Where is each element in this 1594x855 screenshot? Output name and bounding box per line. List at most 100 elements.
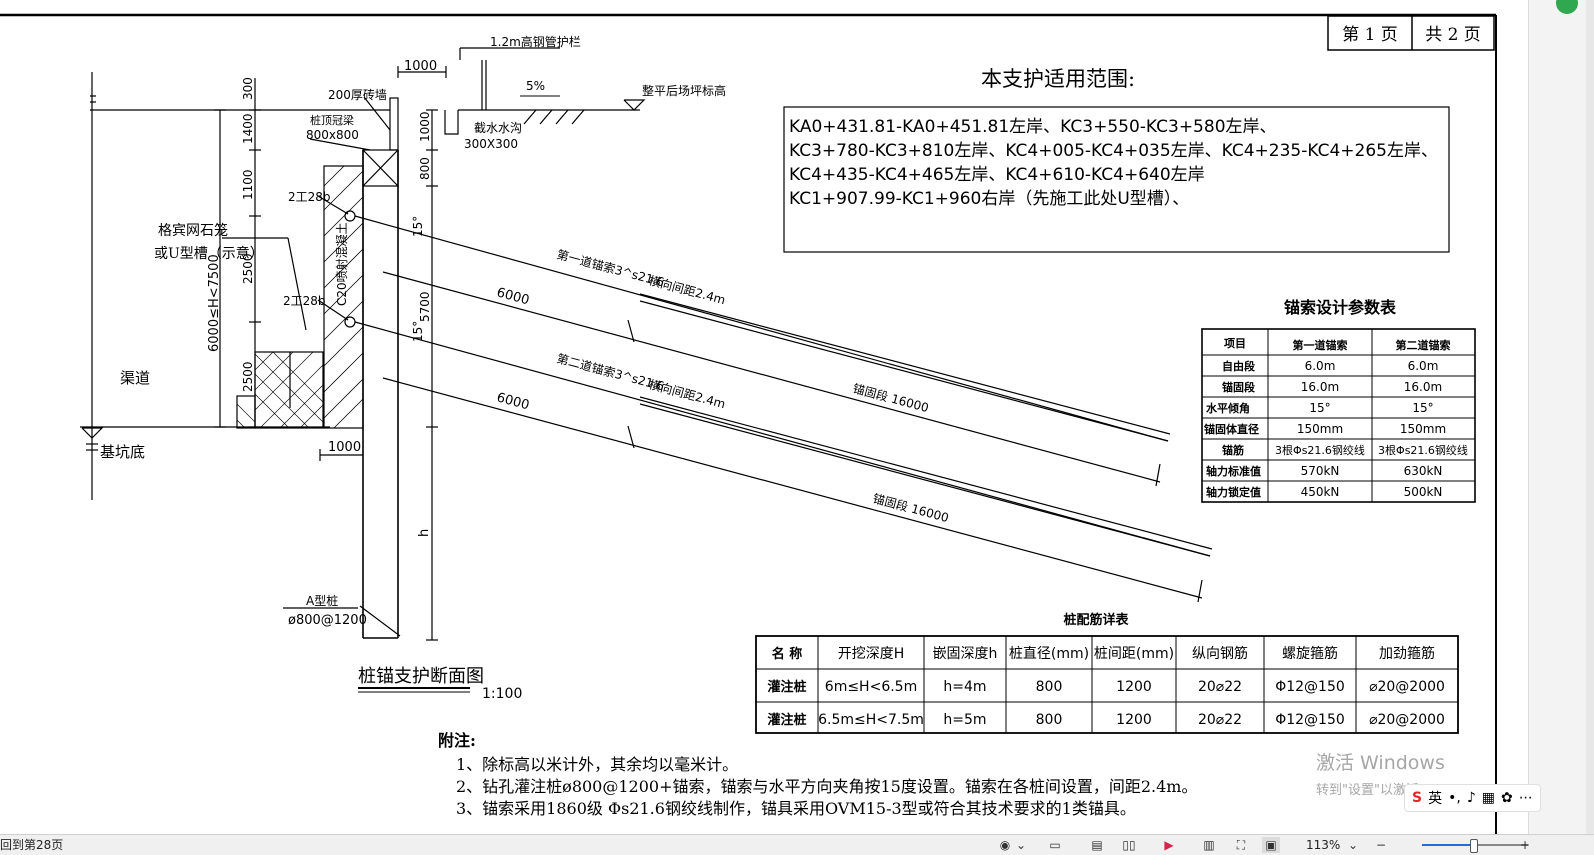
anchor-row-cell: 150mm	[1400, 422, 1446, 436]
watermark-title: 激活 Windows	[1316, 752, 1445, 774]
spacing-1-label: 横向间距2.4m	[647, 272, 727, 307]
gabion-label-2: 或U型槽（示意）	[154, 245, 264, 262]
zoom-level[interactable]: 113%	[1306, 838, 1341, 852]
pile-th-spacing: 桩间距(mm)	[1094, 645, 1174, 662]
anchor-table-header-second: 第二道锚索	[1396, 338, 1451, 352]
dim-5700: 5700	[418, 291, 432, 322]
pile-type-label: A型桩	[306, 593, 338, 608]
ime-language-toggle[interactable]: 英	[1428, 791, 1443, 807]
section-drawing	[80, 47, 1213, 641]
pile-th-dia: 桩直径(mm)	[1009, 645, 1089, 662]
dim-1000-bottom: 1000	[328, 440, 361, 455]
zoom-slider[interactable]	[1422, 839, 1528, 853]
anchor-table	[1201, 328, 1476, 503]
pile-row-cell: Φ12@150	[1275, 712, 1345, 728]
waler-2-label: 2工28b	[283, 294, 326, 308]
pile-row-cell: 6.5m≤H<7.5m	[818, 712, 924, 728]
cap-beam-label: 桩顶冠梁	[310, 113, 354, 127]
note-1: 1、除标高以米计外，其余均以毫米计。	[456, 755, 738, 774]
page-counter: 第 1 页 共 2 页	[1327, 15, 1495, 51]
anchor-row-label: 轴力标准值	[1206, 464, 1261, 478]
zoom-slider-thumb[interactable]	[1469, 839, 1478, 853]
notification-badge[interactable]	[1556, 0, 1578, 14]
document-viewer[interactable]: 第 1 页 共 2 页 本支护适用范围: KA0+431.81-KA0+451.…	[0, 0, 1594, 834]
read-mode-icon[interactable]: ▥	[1203, 838, 1215, 852]
anchor-row-cell: 3根Φs21.6钢绞线	[1275, 443, 1365, 457]
more-icon[interactable]: ⋯	[1518, 790, 1533, 806]
dim-300: 300	[241, 77, 255, 100]
anchor-row-cell: 500kN	[1404, 485, 1443, 499]
anchor-row-cell: 450kN	[1301, 485, 1340, 499]
dim-1000-ditch: 1000	[418, 111, 432, 142]
dim-2500-b: 2500	[241, 361, 255, 392]
anchor-table-title: 锚索设计参数表	[1284, 298, 1397, 317]
single-page-icon[interactable]: ▭	[1049, 838, 1061, 852]
scope-box	[783, 106, 1450, 253]
dim-1000-top: 1000	[404, 59, 437, 74]
anchor-row-cell: 3根Φs21.6钢绞线	[1378, 443, 1468, 457]
chevron-down-icon[interactable]: ⌄	[1015, 838, 1027, 852]
ditch-label: 截水水沟	[474, 121, 522, 135]
scope-title: 本支护适用范围:	[981, 67, 1135, 91]
pile-row-cell: 20⌀22	[1198, 679, 1242, 695]
right-side-panel[interactable]	[1528, 0, 1594, 834]
slope-label: 5%	[526, 79, 545, 93]
fit-page-icon[interactable]: ⛶	[1236, 838, 1246, 852]
gabion-label-1: 格宾网石笼	[158, 222, 228, 239]
anchor-row-label: 锚筋	[1222, 443, 1244, 457]
angle-2-label: 15°	[411, 321, 425, 342]
anchor-row-cell: 630kN	[1404, 464, 1443, 478]
height-range-label: 6000≤H<7500	[207, 254, 222, 352]
pile-row-cell: 20⌀22	[1198, 712, 1242, 728]
embed-depth-label: h	[417, 529, 432, 537]
channel-label: 渠道	[120, 369, 150, 387]
anchor-row-cell: 6.0m	[1305, 359, 1336, 373]
pile-spec-label: ø800@1200	[288, 613, 367, 628]
fit-width-icon[interactable]: ▣	[1262, 837, 1280, 853]
two-page-icon[interactable]: ▯▯	[1122, 838, 1136, 852]
pile-th-stiffener: 加劲箍筋	[1379, 645, 1435, 662]
zoom-slider-fill	[1422, 844, 1473, 846]
eye-icon[interactable]: ◉	[999, 838, 1011, 852]
anchor-row-label: 轴力锁定值	[1206, 485, 1261, 499]
note-2: 2、钻孔灌注桩ø800@1200+锚索，锚索与水平方向夹角按15度设置。锚索在各…	[456, 777, 1197, 796]
pile-th-spiral: 螺旋箍筋	[1282, 645, 1338, 662]
dim-2500-a: 2500	[241, 253, 255, 284]
punctuation-icon[interactable]: •,	[1448, 790, 1461, 806]
zoom-out-icon[interactable]: −	[1375, 838, 1387, 852]
shotcrete-label: C20喷射混凝土	[334, 222, 349, 306]
page-total-label: 共 2 页	[1425, 25, 1481, 45]
note-3: 3、锚索采用1860级 Φs21.6钢绞线制作，锚具采用OVM15-3型或符合其…	[456, 799, 1136, 818]
vertical-scrollbar[interactable]	[1586, 0, 1594, 834]
anchor-row-label: 锚固段	[1222, 380, 1255, 394]
section-title: 桩锚支护断面图	[358, 666, 484, 687]
scope-line-2: KC3+780-KC3+810左岸、KC4+005-KC4+035左岸、KC4+…	[789, 141, 1438, 161]
anchor-table-header-first: 第一道锚索	[1293, 338, 1348, 352]
anchor-row-cell: 15°	[1309, 401, 1330, 415]
sogou-logo-icon[interactable]: S	[1412, 790, 1423, 806]
pile-row-cell: ⌀20@2000	[1369, 712, 1445, 728]
pile-th-depth: 开挖深度H	[838, 646, 905, 662]
anchor-row-label: 自由段	[1222, 359, 1255, 373]
pile-row-cell: 800	[1036, 679, 1063, 695]
pile-row-cell: 1200	[1116, 712, 1152, 728]
continuous-page-icon[interactable]: ▤	[1091, 838, 1103, 852]
railing-label: 1.2m高钢管护栏	[490, 34, 581, 49]
ground-label: 整平后场坪标高	[642, 83, 726, 98]
skin-icon[interactable]: ✿	[1500, 790, 1513, 806]
anchor-row-label: 水平倾角	[1206, 401, 1250, 415]
anchor-row-cell: 16.0m	[1404, 380, 1442, 394]
play-icon[interactable]: ▶	[1164, 838, 1174, 852]
microphone-icon[interactable]: ♪	[1466, 790, 1476, 806]
ime-toolbar[interactable]: S 英 •, ♪ ▦ ✿ ⋯	[1404, 784, 1541, 812]
page-nav-label[interactable]: 回到第28页	[0, 838, 64, 852]
zoom-dropdown-icon[interactable]: ⌄	[1347, 838, 1359, 852]
cad-drawing: 第 1 页 共 2 页 本支护适用范围: KA0+431.81-KA0+451.…	[0, 13, 1497, 834]
pile-table-title: 桩配筋详表	[1063, 612, 1129, 628]
spacing-2-label: 横向间距2.4m	[647, 376, 727, 411]
pile-row-cell: 灌注桩	[767, 679, 806, 695]
pile-row-cell: 1200	[1116, 679, 1152, 695]
keyboard-icon[interactable]: ▦	[1481, 790, 1495, 806]
zoom-in-icon[interactable]: +	[1519, 838, 1531, 852]
anchor-table-header-item: 项目	[1224, 337, 1246, 350]
